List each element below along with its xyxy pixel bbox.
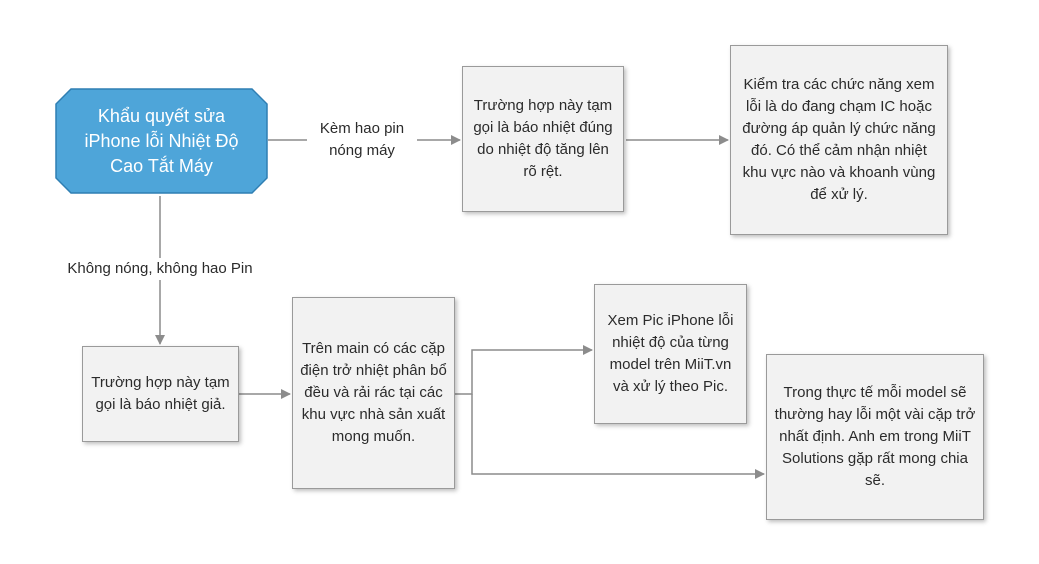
node-check-functions: Kiểm tra các chức năng xem lỗi là do đan… <box>730 45 948 235</box>
start-node: Khẩu quyết sửa iPhone lỗi Nhiệt Độ Cao T… <box>55 88 268 194</box>
octagon-shape <box>55 88 268 194</box>
node-real-heat: Trường hợp này tạm gọi là báo nhiệt đúng… <box>462 66 624 212</box>
start-node-label: Khẩu quyết sửa iPhone lỗi Nhiệt Độ Cao T… <box>84 105 239 176</box>
node-fake-heat: Trường hợp này tạm gọi là báo nhiệt giả. <box>82 346 239 442</box>
edge-label-not-hot: Không nóng, không hao Pin <box>40 258 280 280</box>
edge-thermistors-to-practice <box>471 394 765 479</box>
node-see-pic: Xem Pic iPhone lỗi nhiệt độ của từng mod… <box>594 284 747 424</box>
node-practice: Trong thực tế mỗi model sẽ thường hay lỗ… <box>766 354 984 520</box>
node-thermistors: Trên main có các cặp điện trở nhiệt phân… <box>292 297 455 489</box>
edge-thermistors-to-see-pic <box>455 345 593 395</box>
edge-label-hot: Kèm hao pin nóng máy <box>307 118 417 162</box>
